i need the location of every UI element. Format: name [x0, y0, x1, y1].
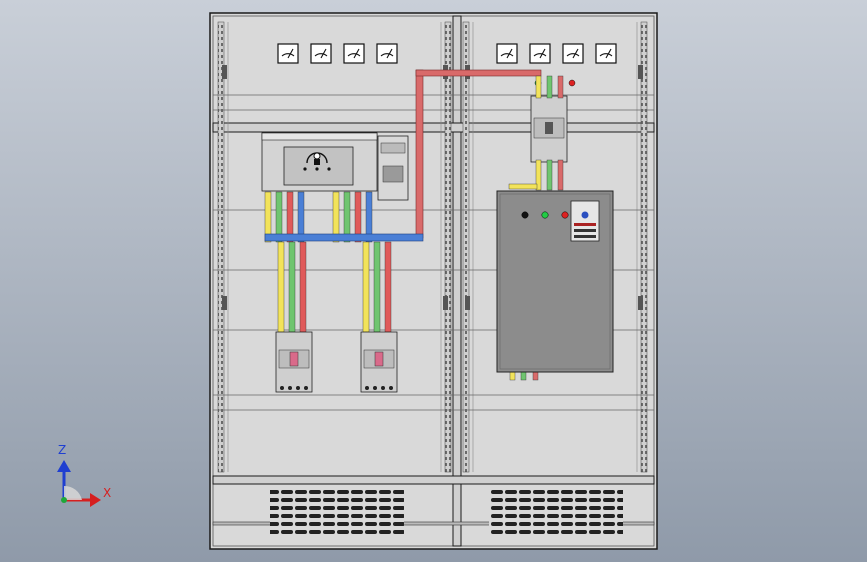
phase-conductor	[362, 241, 370, 335]
panel-meter	[595, 43, 617, 64]
panel-meter	[343, 43, 365, 64]
panel-meter	[496, 43, 518, 64]
coordinate-triad	[57, 460, 101, 507]
phase-conductor	[546, 159, 553, 191]
phase-conductor	[373, 241, 381, 335]
axis-z-label: Z	[58, 443, 67, 457]
phase-conductor	[557, 75, 564, 99]
panel-meter	[529, 43, 551, 64]
panel-meters	[277, 43, 617, 64]
phase-conductor	[288, 241, 296, 335]
circuit-breaker	[360, 331, 398, 393]
left-phase-wiring	[264, 191, 392, 335]
vent-panel-right	[489, 486, 623, 536]
phase-conductor	[264, 191, 272, 243]
right-input-breaker	[530, 79, 576, 163]
transfer-switch	[261, 132, 409, 201]
phase-conductor	[557, 159, 564, 191]
neutral-bus-bar	[264, 233, 424, 242]
panel-meter	[562, 43, 584, 64]
panel-meter	[376, 43, 398, 64]
circuit-breaker	[275, 331, 313, 393]
phase-conductor	[277, 241, 285, 335]
vent-panel-left	[270, 486, 404, 536]
panel-meter	[277, 43, 299, 64]
phase-conductor	[535, 75, 542, 99]
phase-conductor	[299, 241, 307, 335]
axis-x-label: X	[103, 486, 112, 500]
right-phase-wiring	[508, 75, 564, 381]
phase-conductor	[535, 159, 542, 191]
phase-conductor	[354, 191, 362, 243]
phase-conductor	[546, 75, 553, 99]
panel-meter	[310, 43, 332, 64]
phase-conductor	[384, 241, 392, 335]
phase-conductor	[332, 191, 340, 243]
phase-conductor	[343, 191, 351, 243]
frequency-inverter	[496, 190, 614, 373]
molded-case-breakers	[275, 331, 398, 393]
